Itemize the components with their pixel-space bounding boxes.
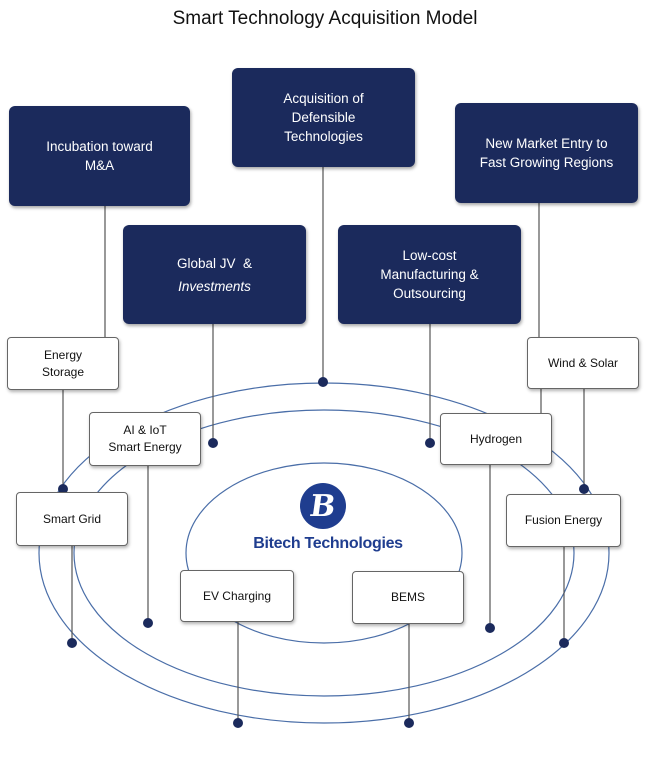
tech-fusion-energy: Fusion Energy xyxy=(506,494,621,547)
tech-wind-solar: Wind & Solar xyxy=(527,337,639,389)
inner-orbit xyxy=(185,462,463,644)
tech-energy-storage: Energy Storage xyxy=(7,337,119,390)
strategy-acquisition: Acquisition of Defensible Technologies xyxy=(232,68,415,167)
strategy-low-cost: Low-cost Manufacturing & Outsourcing xyxy=(338,225,521,324)
logo-mark-icon: B xyxy=(300,483,346,529)
strategy-incubation: Incubation toward M&A xyxy=(9,106,190,206)
strategy-global-jv: Global JV & Investments xyxy=(123,225,306,324)
tech-bems: BEMS xyxy=(352,571,464,624)
tech-hydrogen: Hydrogen xyxy=(440,413,552,465)
tech-smart-grid: Smart Grid xyxy=(16,492,128,546)
logo-text: Bitech Technologies xyxy=(253,535,403,552)
diagram-title: Smart Technology Acquisition Model xyxy=(172,8,478,29)
tech-ai-iot: AI & IoT Smart Energy xyxy=(89,412,201,466)
bitech-logo: B Bitech Technologies xyxy=(248,483,408,563)
tech-ev-charging: EV Charging xyxy=(180,570,294,622)
strategy-market-entry: New Market Entry to Fast Growing Regions xyxy=(455,103,638,203)
middle-orbit xyxy=(73,409,575,697)
